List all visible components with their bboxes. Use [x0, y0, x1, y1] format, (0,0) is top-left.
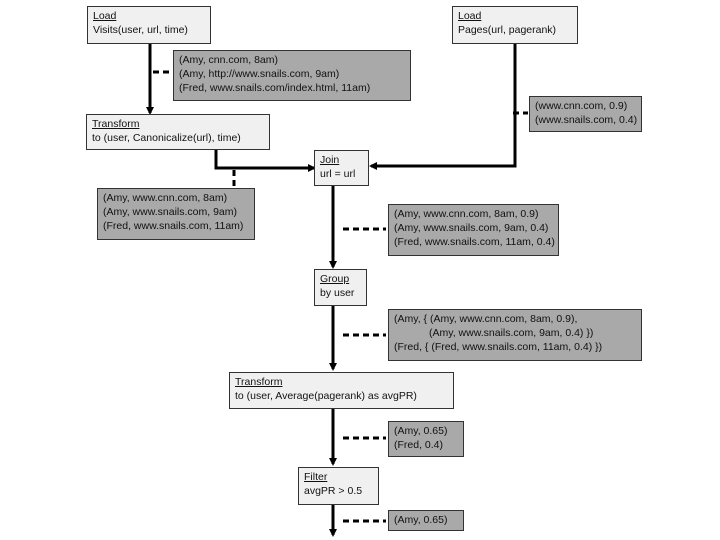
transform-canonicalize-title: Transform [92, 118, 140, 130]
transform-average-detail: to (user, Average(pagerank) as avgPR) [235, 389, 417, 402]
group-data-line: (Fred, { (Fred, www.snails.com, 11am, 0.… [394, 340, 603, 353]
pages-data-box: (www.cnn.com, 0.9) (www.snails.com, 0.4) [529, 96, 642, 132]
visits-data-line: (Fred, www.snails.com/index.html, 11am) [179, 81, 371, 94]
canonicalized-data-line: (Fred, www.snails.com, 11am) [103, 219, 244, 232]
transform-average-title: Transform [235, 376, 283, 388]
visits-data-box: (Amy, cnn.com, 8am) (Amy, http://www.sna… [173, 50, 411, 101]
load-pages-title: Load [458, 10, 482, 22]
group-detail: by user [320, 286, 355, 299]
transform-average-node: Transform to (user, Average(pagerank) as… [229, 372, 454, 409]
filter-detail: avgPR > 0.5 [304, 484, 363, 497]
load-visits-detail: Visits(user, url, time) [93, 23, 188, 36]
average-data-line: (Amy, 0.65) [394, 425, 448, 437]
edge-transform-to-join [214, 150, 316, 172]
join-node: Join url = url [314, 150, 369, 186]
average-data-line: (Fred, 0.4) [394, 438, 444, 451]
group-title: Group [320, 273, 350, 285]
transform-canonicalize-node: Transform to (user, Canonicalize(url), t… [86, 114, 270, 150]
join-title: Join [320, 154, 340, 166]
edge-load-pages-to-join [369, 43, 517, 170]
pages-data-line: (www.cnn.com, 0.9) [535, 100, 628, 112]
group-node: Group by user [314, 269, 367, 306]
group-data-line: (Amy, { (Amy, www.cnn.com, 8am, 0.9), [394, 313, 578, 325]
canonicalized-data-box: (Amy, www.cnn.com, 8am) (Amy, www.snails… [97, 188, 255, 240]
canonicalized-data-line: (Amy, www.cnn.com, 8am) [103, 192, 228, 204]
group-data-box: (Amy, { (Amy, www.cnn.com, 8am, 0.9), (A… [388, 309, 642, 361]
load-visits-title: Load [93, 10, 117, 22]
visits-data-line: (Amy, cnn.com, 8am) [179, 54, 278, 66]
canonicalized-data-line: (Amy, www.snails.com, 9am) [103, 205, 237, 218]
load-pages-detail: Pages(url, pagerank) [458, 23, 557, 36]
average-data-box: (Amy, 0.65) (Fred, 0.4) [388, 421, 464, 457]
join-data-box: (Amy, www.cnn.com, 8am, 0.9) (Amy, www.s… [388, 204, 559, 256]
join-detail: url = url [320, 167, 356, 180]
join-data-line: (Amy, www.snails.com, 9am, 0.4) [394, 221, 549, 234]
load-pages-node: Load Pages(url, pagerank) [452, 6, 578, 44]
filter-data-line: (Amy, 0.65) [394, 514, 448, 526]
filter-title: Filter [304, 471, 328, 483]
join-data-line: (Fred, www.snails.com, 11am, 0.4) [394, 235, 555, 248]
visits-data-line: (Amy, http://www.snails.com, 9am) [179, 67, 340, 80]
group-data-line: (Amy, www.snails.com, 9am, 0.4) }) [394, 326, 594, 339]
transform-canonicalize-detail: to (user, Canonicalize(url), time) [92, 131, 241, 144]
filter-data-box: (Amy, 0.65) [388, 510, 464, 531]
pages-data-line: (www.snails.com, 0.4) [535, 113, 638, 126]
load-visits-node: Load Visits(user, url, time) [87, 6, 211, 44]
filter-node: Filter avgPR > 0.5 [298, 467, 379, 505]
join-data-line: (Amy, www.cnn.com, 8am, 0.9) [394, 208, 539, 220]
